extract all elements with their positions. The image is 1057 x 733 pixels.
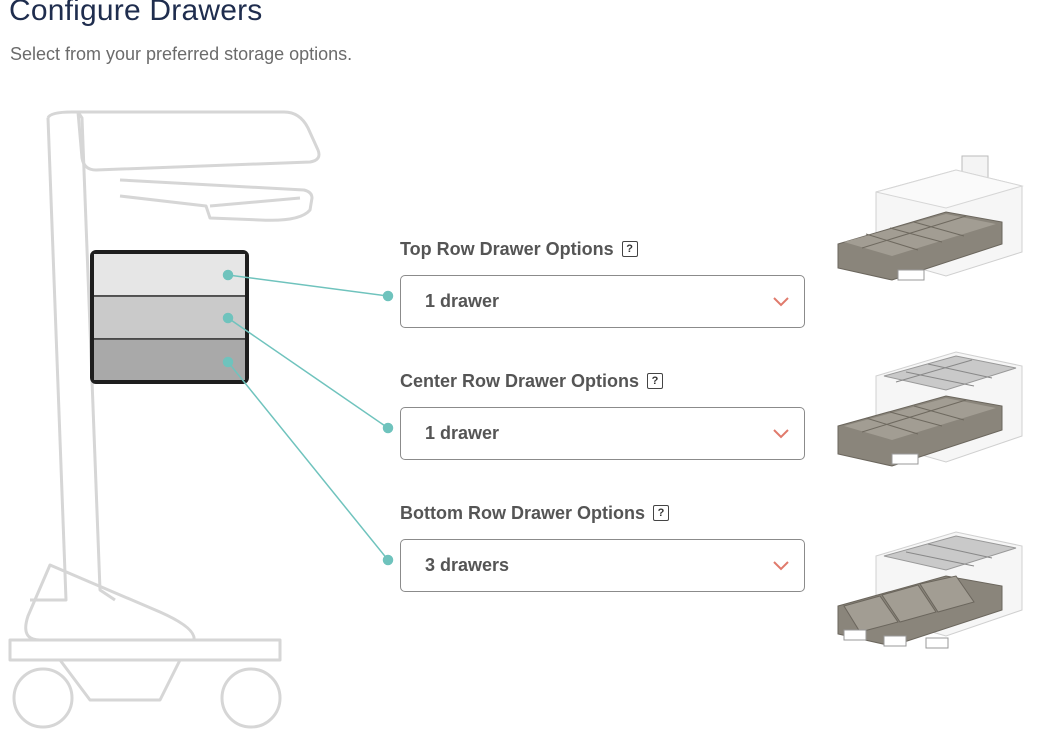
bottom-drawer-preview-image xyxy=(837,531,1023,649)
option-label: Center Row Drawer Options ? xyxy=(400,367,805,395)
page-title: Configure Drawers xyxy=(9,0,263,27)
bottom-row-drawer-options: Bottom Row Drawer Options ? 3 drawers xyxy=(400,499,805,592)
chevron-down-icon xyxy=(773,560,789,570)
center-row-drawer-options: Center Row Drawer Options ? 1 drawer xyxy=(400,367,805,460)
help-icon[interactable]: ? xyxy=(653,505,670,521)
help-icon[interactable]: ? xyxy=(647,373,664,389)
center-row-drawer-select[interactable]: 1 drawer xyxy=(400,407,805,460)
chevron-down-icon xyxy=(773,296,789,306)
select-value: 3 drawers xyxy=(425,555,510,575)
option-label: Top Row Drawer Options ? xyxy=(400,235,805,263)
select-value: 1 drawer xyxy=(425,291,500,311)
top-row-drawer-select[interactable]: 1 drawer xyxy=(400,275,805,328)
option-label: Bottom Row Drawer Options ? xyxy=(400,499,805,527)
chevron-down-icon xyxy=(773,428,789,438)
cart-illustration xyxy=(8,110,321,729)
top-row-drawer-options: Top Row Drawer Options ? 1 drawer xyxy=(400,235,805,328)
bottom-row-drawer-select[interactable]: 3 drawers xyxy=(400,539,805,592)
page-subtitle: Select from your preferred storage optio… xyxy=(10,44,353,64)
top-drawer-preview-image xyxy=(837,155,1024,281)
help-icon[interactable]: ? xyxy=(621,241,638,257)
select-value: 1 drawer xyxy=(425,423,500,443)
center-drawer-preview-image xyxy=(837,351,1023,467)
